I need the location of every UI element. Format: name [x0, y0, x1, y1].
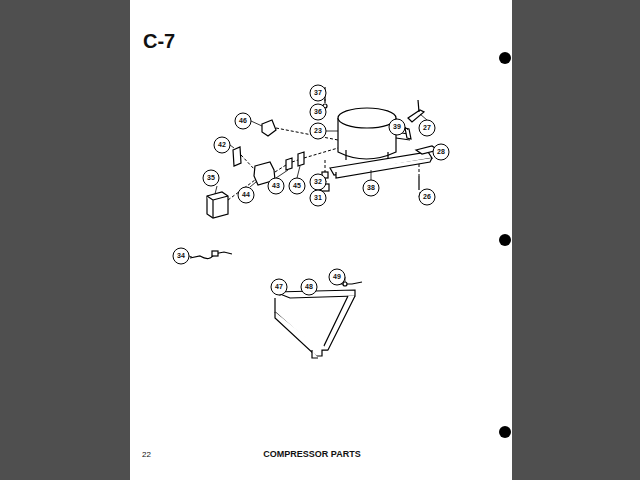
callout-number: 27: [419, 120, 435, 136]
callout-number: 39: [389, 119, 405, 135]
callout-number: 31: [310, 190, 326, 206]
callout-number: 46: [235, 113, 251, 129]
page-title: C-7: [143, 30, 175, 53]
callout-number: 34: [173, 248, 189, 264]
callout-number: 28: [433, 144, 449, 160]
callout-number: 49: [329, 269, 345, 285]
callout-number: 48: [301, 279, 317, 295]
compressor: [338, 108, 410, 160]
callout-number: 42: [214, 137, 230, 153]
callout-circles: [173, 85, 449, 295]
page-caption: COMPRESSOR PARTS: [263, 449, 360, 459]
callout-number: 37: [310, 85, 326, 101]
callout-number: 35: [203, 170, 219, 186]
callout-number: 47: [271, 279, 287, 295]
callout-number: 43: [268, 178, 284, 194]
page-number: 22: [142, 450, 151, 459]
callout-number: 38: [363, 180, 379, 196]
small-parts: [207, 87, 438, 218]
callout-number: 36: [310, 104, 326, 120]
leader-lines: [189, 99, 441, 295]
bracket-47: [275, 282, 362, 358]
callout-number: 32: [310, 174, 326, 190]
callout-number: 23: [310, 123, 326, 139]
assembly-lines: [228, 128, 419, 200]
page-sheet: [130, 0, 512, 480]
base-plate: [330, 152, 432, 178]
callout-number: 44: [238, 187, 254, 203]
binder-holes: [499, 52, 511, 438]
callout-number: 45: [289, 178, 305, 194]
wire-34: [190, 251, 232, 259]
callout-number: 26: [419, 189, 435, 205]
